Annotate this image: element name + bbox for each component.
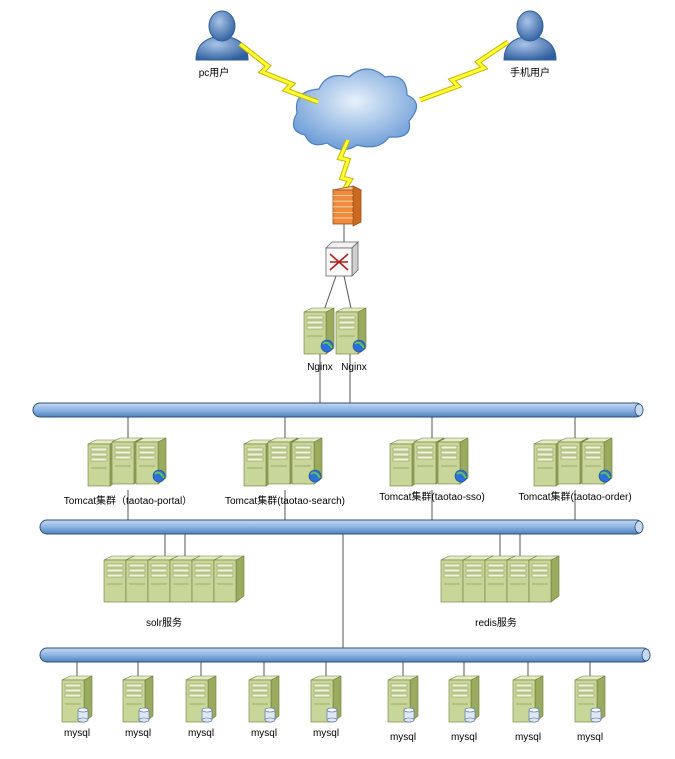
mysql-label: mysql: [251, 728, 277, 739]
mysql-label: mysql: [577, 732, 603, 743]
switch-icon: [325, 241, 359, 277]
database-icon: [201, 707, 213, 723]
network-buses: [32, 402, 651, 663]
mysql-label: mysql: [515, 732, 541, 743]
mysql-server-icon: [61, 675, 93, 723]
mobile-user-label: 手机用户: [510, 66, 550, 79]
firewall-icon: [331, 185, 363, 227]
tomcat-cluster-label: Tomcat集群（taotao-portal）: [64, 494, 192, 507]
nginx-server-icon: [335, 307, 367, 355]
nginx-label: Nginx: [341, 362, 367, 373]
database-icon: [590, 707, 602, 723]
mysql-server-icon: [185, 675, 217, 723]
mysql-label: mysql: [188, 728, 214, 739]
redis-server-icon: [528, 555, 560, 603]
tomcat-cluster-label: Tomcat集群(taotao-order): [518, 490, 631, 503]
mysql-server-icon: [122, 675, 154, 723]
pc-user-icon: [195, 10, 249, 61]
tomcat-cluster-label: Tomcat集群(taotao-search): [225, 494, 345, 507]
mysql-label: mysql: [451, 732, 477, 743]
database-icon: [77, 707, 89, 723]
entry-layer: [195, 10, 557, 277]
tomcat-server-icon: [437, 437, 469, 485]
mysql-label: mysql: [125, 728, 151, 739]
tomcat-server-icon: [581, 437, 613, 485]
mysql-label: mysql: [313, 728, 339, 739]
pc-user-label: pc用户: [199, 66, 230, 79]
database-icon: [403, 707, 415, 723]
database-icon: [326, 707, 338, 723]
database-icon: [138, 707, 150, 723]
solr-label: solr服务: [146, 616, 182, 629]
database-icon: [264, 707, 276, 723]
mysql-server-icon: [248, 675, 280, 723]
mysql-label: mysql: [64, 728, 90, 739]
solr-server-icon: [191, 555, 223, 603]
nginx-server-icon: [303, 307, 335, 355]
internet-cloud-icon: [292, 68, 418, 151]
tomcat-server-icon: [291, 437, 323, 485]
node-labels: pc用户 手机用户 Nginx NginxTomcat集群（taotao-portal…: [64, 66, 632, 743]
database-icon: [464, 707, 476, 723]
tomcat-cluster-label: Tomcat集群(taotao-sso): [379, 490, 485, 503]
server-nodes: [61, 307, 613, 723]
mysql-label: mysql: [390, 732, 416, 743]
tomcat-server-icon: [135, 437, 167, 485]
database-icon: [528, 707, 540, 723]
nginx-label: Nginx: [307, 362, 333, 373]
network-bus-1: [32, 402, 644, 418]
solr-server-icon: [213, 555, 245, 603]
mobile-user-icon: [503, 10, 557, 61]
mysql-server-icon: [448, 675, 480, 723]
mysql-server-icon: [310, 675, 342, 723]
redis-label: redis服务: [475, 616, 517, 629]
network-bus-2: [39, 519, 644, 535]
mysql-server-icon: [512, 675, 544, 723]
network-bus-3: [39, 647, 651, 663]
mysql-server-icon: [387, 675, 419, 723]
mysql-server-icon: [574, 675, 606, 723]
